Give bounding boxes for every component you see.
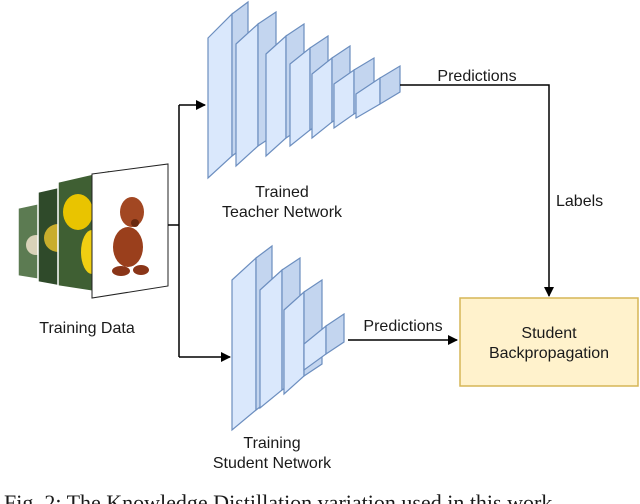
predictions-label-top: Predictions bbox=[437, 68, 516, 85]
student-label-line1: Training bbox=[243, 435, 300, 452]
teacher-network bbox=[207, 0, 401, 180]
student-layer-4 bbox=[303, 312, 345, 372]
predictions-label-bottom: Predictions bbox=[363, 318, 442, 335]
teacher-label-line2: Teacher Network bbox=[222, 204, 343, 221]
student-label-line2: Student Network bbox=[213, 455, 332, 472]
teacher-layer-7 bbox=[355, 64, 401, 120]
data-split-connector bbox=[168, 100, 231, 362]
training-image-4 bbox=[91, 163, 169, 299]
backprop-box bbox=[459, 297, 639, 387]
labels-label: Labels bbox=[556, 193, 603, 210]
backprop-label-line1: Student bbox=[521, 325, 577, 342]
figure-caption: Fig. 2: The Knowledge Distillation varia… bbox=[4, 490, 552, 504]
student-network bbox=[231, 244, 345, 432]
teacher-to-backprop-connector bbox=[400, 84, 554, 297]
training-data-label: Training Data bbox=[39, 320, 135, 337]
teacher-label-line1: Trained bbox=[255, 184, 309, 201]
training-data-images bbox=[17, 163, 169, 299]
backprop-label-line2: Backpropagation bbox=[489, 345, 609, 362]
